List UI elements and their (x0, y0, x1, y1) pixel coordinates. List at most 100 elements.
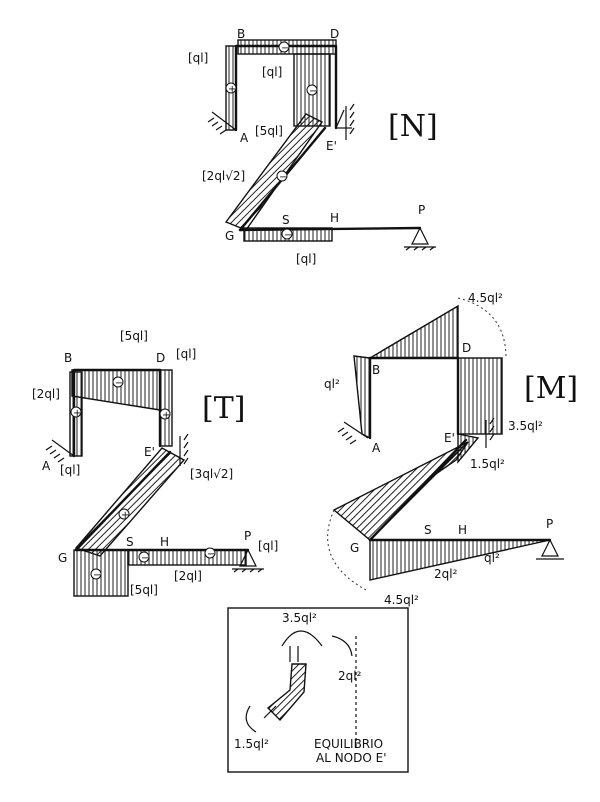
m-node-E: E' (444, 431, 455, 445)
n-label-ql-bottom: [ql] (296, 252, 316, 266)
t-support-E (179, 433, 189, 466)
t-node-A: A (42, 459, 51, 473)
m-node-P: P (546, 517, 553, 531)
svg-text:−: − (279, 172, 287, 183)
t-label-5ql: [5ql] (120, 329, 148, 343)
t-node-E: E' (144, 445, 155, 459)
svg-text:+: + (121, 510, 129, 521)
equilibrium-moment-arc-2 (331, 635, 353, 657)
m-node-B: B (372, 363, 380, 377)
t-node-D: D (156, 351, 165, 365)
n-node-P: P (418, 203, 425, 217)
n-node-E: E' (326, 139, 337, 153)
n-node-B: B (237, 27, 245, 41)
equilibrium-frame (227, 607, 409, 773)
t-frame-diagonal (74, 450, 172, 552)
equilibrium-caption-2: AL NODO E' (316, 751, 387, 765)
n-support-P (404, 226, 436, 251)
equilibrium-m1: 3.5ql² (282, 611, 317, 625)
t-node-B: B (64, 351, 72, 365)
equilibrium-m2: 2ql² (338, 669, 362, 683)
n-sign-markers: − − + − − (225, 41, 318, 241)
m-node-G: G (350, 541, 359, 555)
n-label-ql-left: [ql] (188, 51, 208, 65)
m-parabola-G (327, 509, 367, 591)
t-fill-column-DE (159, 369, 173, 447)
n-label-2ql-sqrt2: [2ql√2] (202, 169, 245, 183)
n-node-S: S (282, 213, 290, 227)
m-label-3-5: 3.5ql² (508, 419, 543, 433)
t-node-S: S (126, 535, 134, 549)
t-node-P: P (244, 529, 251, 543)
n-node-A: A (240, 131, 249, 145)
m-fill-column-AB (353, 355, 371, 440)
svg-text:+: + (162, 410, 170, 421)
equilibrium-moment-arc-1 (281, 630, 323, 647)
m-support-P (536, 538, 564, 560)
svg-text:+: + (228, 84, 236, 95)
n-label-ql-mid: [ql] (262, 65, 282, 79)
m-label-right-bottom: ql² (484, 551, 500, 565)
svg-text:−: − (284, 230, 292, 241)
equilibrium-arrow-diag (263, 705, 277, 719)
m-label-left: ql² (324, 377, 340, 391)
bending-moment-diagram: B D A E' G S H P 4.5ql² ql² 3.5ql² 1.5ql… (324, 291, 578, 607)
m-node-D: D (462, 341, 471, 355)
t-label-2ql-bottom: [2ql] (174, 569, 202, 583)
m-fill-diagonal-lower (332, 441, 469, 541)
m-label-1-5: 1.5ql² (470, 457, 505, 471)
svg-text:−: − (309, 86, 317, 97)
m-node-S: S (424, 523, 432, 537)
t-diagram-title: [T] (202, 391, 245, 426)
svg-text:−: − (115, 378, 123, 389)
m-support-A (337, 421, 369, 445)
m-fill-beam-BD (367, 304, 459, 359)
n-support-A (207, 111, 237, 135)
t-fill-beam-BD (71, 369, 161, 411)
n-frame-beam-GP (238, 226, 422, 232)
m-label-mid: 2ql² (434, 567, 458, 581)
n-label-5ql: [5ql] (255, 124, 283, 138)
n-fill-diagonal (224, 113, 324, 231)
t-support-A (45, 439, 75, 463)
t-label-3ql-sqrt2: [3ql√2] (190, 467, 233, 481)
m-fill-column-DE (457, 357, 503, 435)
equilibrium-node-segment (266, 663, 307, 722)
m-label-top: 4.5ql² (468, 291, 503, 305)
axial-force-diagram: − − + − − B D A E' G S H P [ql] [ql] [5q… (188, 27, 438, 266)
equilibrium-m3: 1.5ql² (234, 737, 269, 751)
t-node-G: G (58, 551, 67, 565)
n-support-E (335, 103, 355, 140)
node-equilibrium-panel: 3.5ql² 2ql² 1.5ql² EQUILIBRIO AL NODO E' (227, 607, 409, 773)
svg-text:−: − (281, 43, 289, 54)
t-sign-markers: − + + + − − − (70, 376, 216, 581)
m-label-g-bottom: 4.5ql² (384, 593, 419, 607)
m-frame-diagonal (368, 438, 468, 542)
m-fill-beam-GP (369, 539, 551, 581)
equilibrium-moment-arc-3 (245, 705, 257, 733)
m-node-H: H (458, 523, 467, 537)
svg-text:+: + (73, 408, 81, 419)
svg-text:−: − (141, 553, 149, 564)
n-diagram-title: [N] (388, 109, 438, 144)
t-label-5ql-bottom: [5ql] (130, 583, 158, 597)
svg-text:−: − (207, 549, 215, 560)
n-node-H: H (330, 211, 339, 225)
svg-text:−: − (93, 570, 101, 581)
m-node-A: A (372, 441, 381, 455)
t-label-ql-top: [ql] (176, 347, 196, 361)
t-node-H: H (160, 535, 169, 549)
t-support-P (232, 548, 264, 573)
t-label-2ql: [2ql] (32, 387, 60, 401)
t-label-ql-P: [ql] (258, 539, 278, 553)
n-node-G: G (225, 229, 234, 243)
n-node-D: D (330, 27, 339, 41)
m-frame-ABDE (368, 356, 460, 440)
shear-force-diagram: − + + + − − − B D A E' G S H P [5ql] [ql… (32, 329, 278, 597)
m-support-E (485, 417, 495, 448)
equilibrium-caption-1: EQUILIBRIO (314, 737, 383, 751)
t-label-ql-A: [ql] (60, 463, 80, 477)
m-diagram-title: [M] (524, 371, 578, 406)
